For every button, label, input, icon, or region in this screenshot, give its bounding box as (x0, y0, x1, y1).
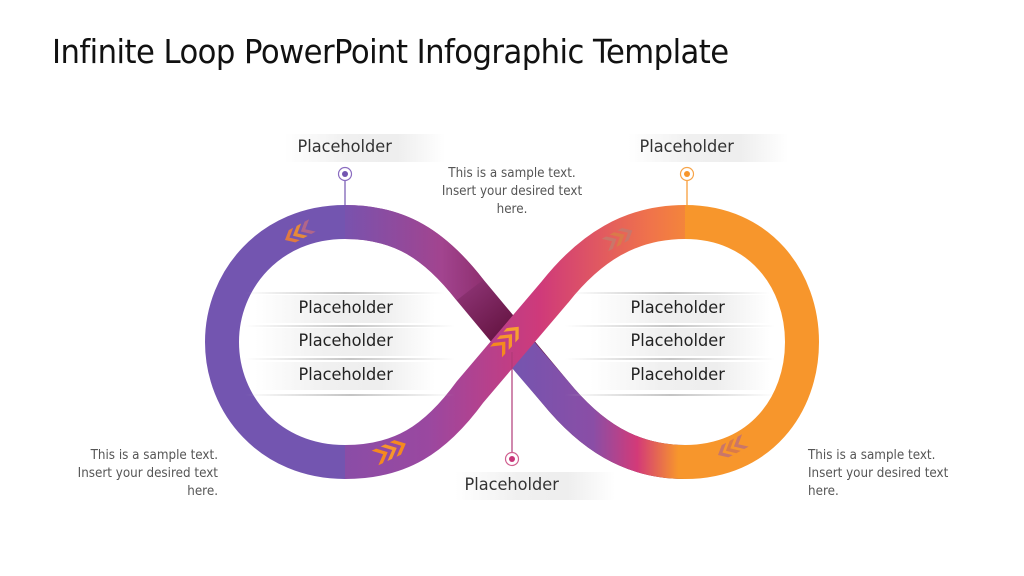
sample-line: Insert your desired text (808, 466, 949, 481)
slide-title: Infinite Loop PowerPoint Infographic Tem… (52, 32, 729, 71)
top-left-label: Placeholder (297, 137, 392, 157)
right-loop-item-2: Placeholder (630, 331, 725, 351)
left-item-bg (255, 362, 435, 390)
divider (245, 394, 455, 396)
sample-line: here. (808, 484, 839, 499)
top-left-label-bg (285, 134, 445, 162)
divider (570, 292, 770, 294)
top-right-label: Placeholder (639, 137, 734, 157)
bottom-label-bg (455, 472, 615, 500)
divider (565, 358, 775, 360)
left-item-bg (255, 328, 435, 356)
left-loop-item-1: Placeholder (298, 298, 393, 318)
sample-line: This is a sample text. (448, 166, 576, 181)
sample-line: here. (187, 484, 218, 499)
left-loop-item-2: Placeholder (298, 331, 393, 351)
sample-line: Insert your desired text (441, 184, 583, 199)
sample-line: This is a sample text. (90, 448, 218, 463)
divider (565, 325, 775, 327)
chevrons-bottom-right-icon (718, 434, 749, 458)
chevrons-center-icon (490, 326, 519, 358)
divider (245, 358, 455, 360)
chevrons-top-right-icon (601, 228, 633, 252)
right-item-bg (590, 328, 770, 356)
divider (565, 394, 775, 396)
bottom-label: Placeholder (464, 475, 559, 495)
right-item-bg (590, 362, 770, 390)
divider (245, 292, 445, 294)
top-right-label-bg (628, 134, 788, 162)
sample-text-top-center: This is a sample text. Insert your desir… (429, 165, 595, 219)
chevrons-bottom-left-icon (371, 440, 406, 466)
right-loop-item-3: Placeholder (630, 365, 725, 385)
left-loop-item-3: Placeholder (298, 365, 393, 385)
sample-line: This is a sample text. (808, 448, 936, 463)
right-item-bg (590, 295, 770, 323)
right-loop-item-1: Placeholder (630, 298, 725, 318)
sample-line: here. (496, 202, 528, 217)
sample-line: Insert your desired text (77, 466, 219, 481)
divider (245, 325, 455, 327)
chevrons-top-left-icon (285, 219, 316, 243)
sample-text-bottom-right: This is a sample text. Insert your desir… (808, 447, 983, 501)
left-item-bg (255, 295, 435, 323)
sample-text-bottom-left: This is a sample text. Insert your desir… (54, 447, 218, 501)
